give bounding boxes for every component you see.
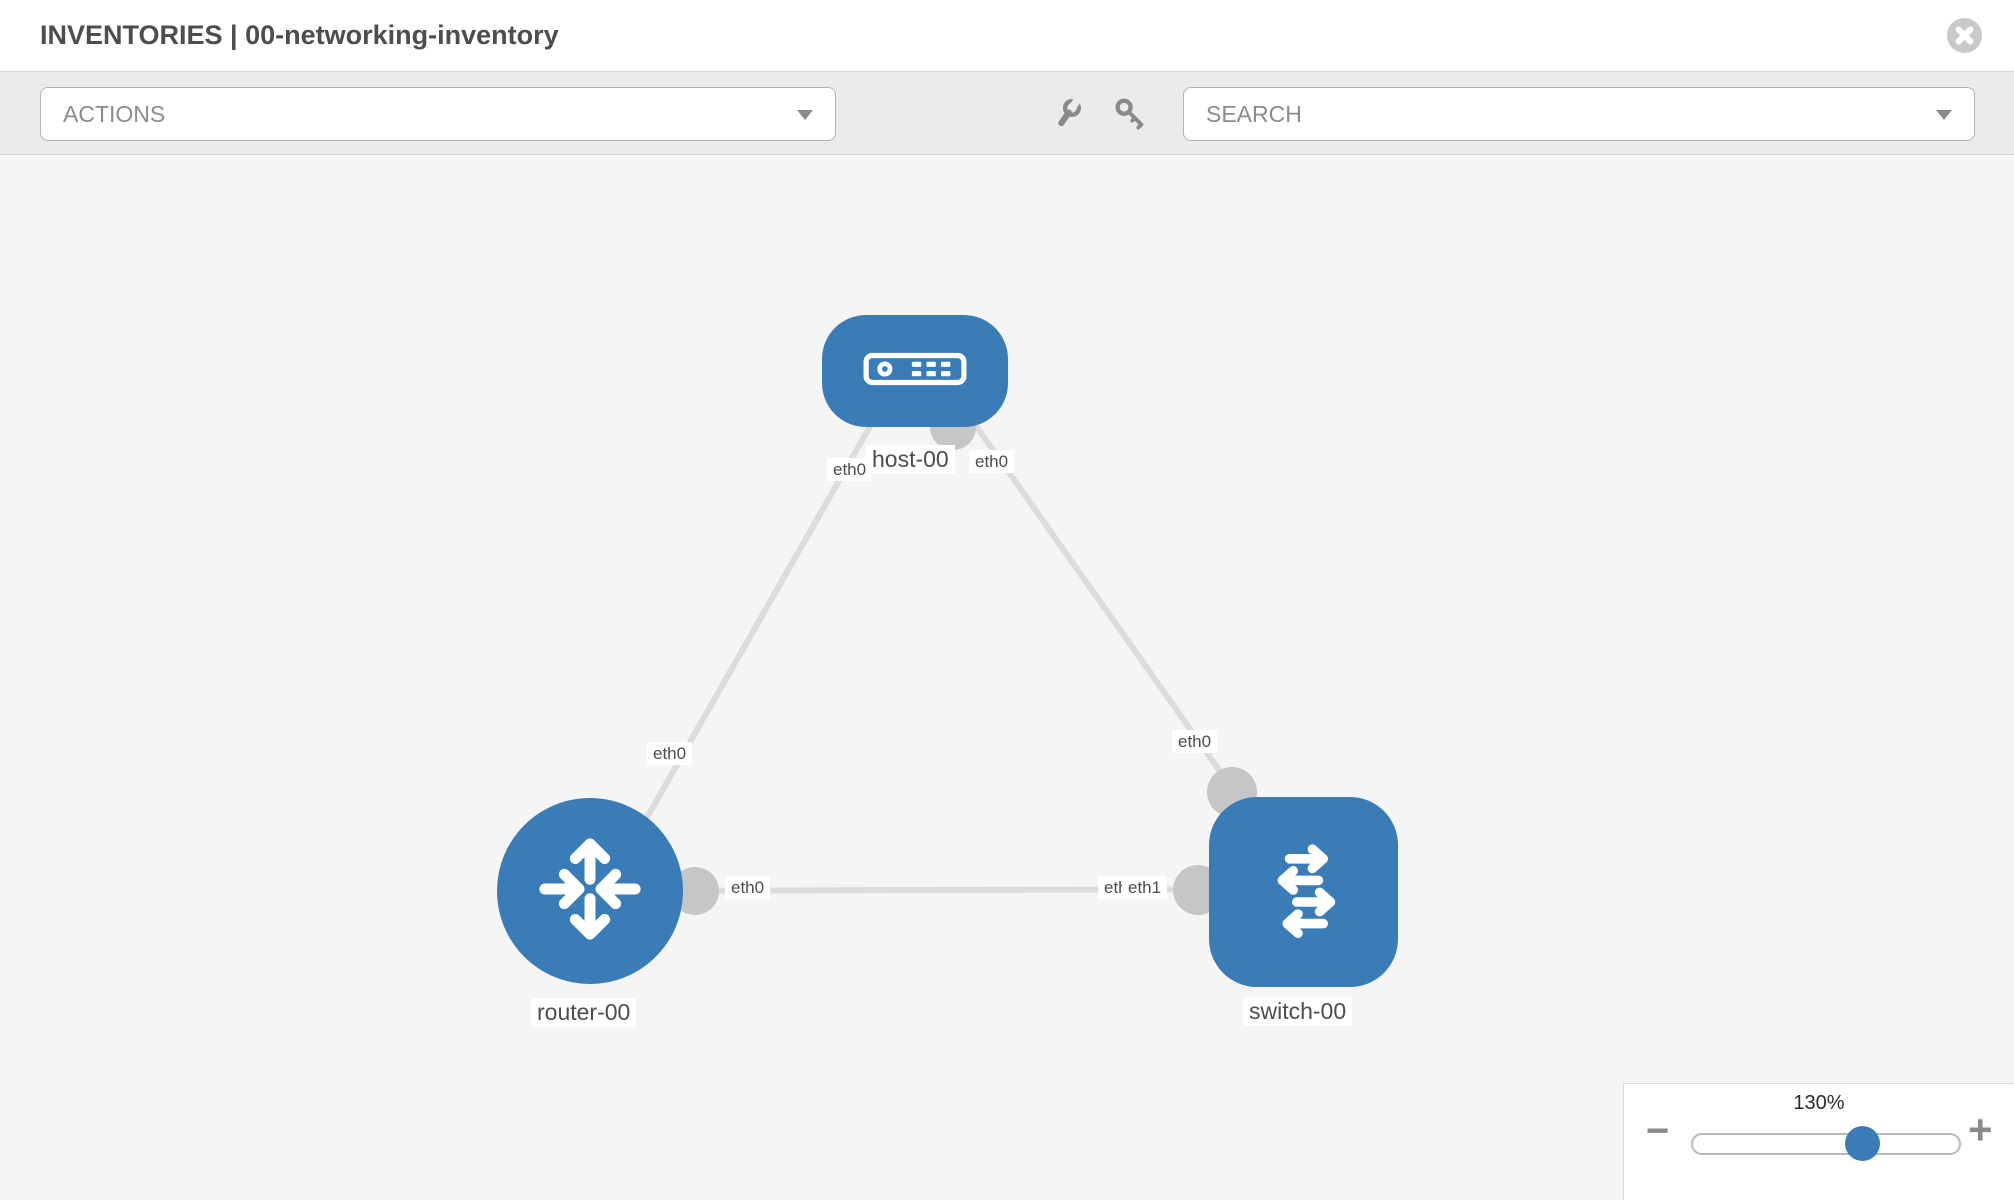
interface-label: eth1 [1122, 876, 1168, 899]
link-host-router[interactable] [597, 363, 908, 902]
actions-dropdown-label: ACTIONS [63, 100, 166, 127]
interface-label: eth0 [827, 458, 873, 481]
node-host[interactable] [822, 315, 1008, 427]
switch-icon [1244, 830, 1364, 955]
node-label-host: host-00 [866, 445, 955, 474]
node-label-switch: switch-00 [1243, 997, 1353, 1026]
interface-label: eth0 [725, 876, 771, 899]
node-switch[interactable] [1209, 797, 1398, 987]
node-router[interactable] [497, 798, 683, 984]
search-dropdown-label: SEARCH [1206, 100, 1302, 127]
zoom-in-button[interactable]: + [1968, 1106, 1993, 1153]
topology-canvas[interactable]: eth0 eth0 eth0 eth0 eth0 eth0 eth1 host-… [0, 155, 2014, 1200]
chevron-down-icon [1936, 110, 1952, 120]
chevron-down-icon [797, 110, 813, 120]
wrench-icon[interactable] [1048, 96, 1086, 134]
key-icon[interactable] [1112, 96, 1150, 134]
zoom-panel: 130% − + [1623, 1083, 2014, 1200]
host-icon [863, 352, 967, 391]
router-icon [529, 828, 651, 955]
zoom-slider-track[interactable] [1691, 1126, 1961, 1161]
zoom-slider-thumb[interactable] [1845, 1126, 1880, 1161]
interface-label: eth0 [969, 450, 1015, 473]
toolbar: ACTIONS SEARCH [0, 72, 2014, 155]
interface-label: eth0 [1172, 730, 1218, 753]
port-router-right[interactable] [671, 867, 719, 915]
zoom-level-label: 130% [1793, 1092, 1845, 1114]
node-label-router: router-00 [531, 998, 637, 1027]
search-dropdown[interactable]: SEARCH [1183, 87, 1975, 141]
close-icon [1947, 18, 1982, 56]
page-title: INVENTORIES | 00-networking-inventory [40, 20, 559, 50]
zoom-out-button[interactable]: − [1646, 1109, 1670, 1153]
window-header: INVENTORIES | 00-networking-inventory [0, 0, 2014, 72]
close-button[interactable] [1947, 18, 1982, 53]
interface-label: eth0 [647, 742, 693, 765]
link-host-switch[interactable] [937, 373, 1268, 837]
actions-dropdown[interactable]: ACTIONS [40, 87, 836, 141]
